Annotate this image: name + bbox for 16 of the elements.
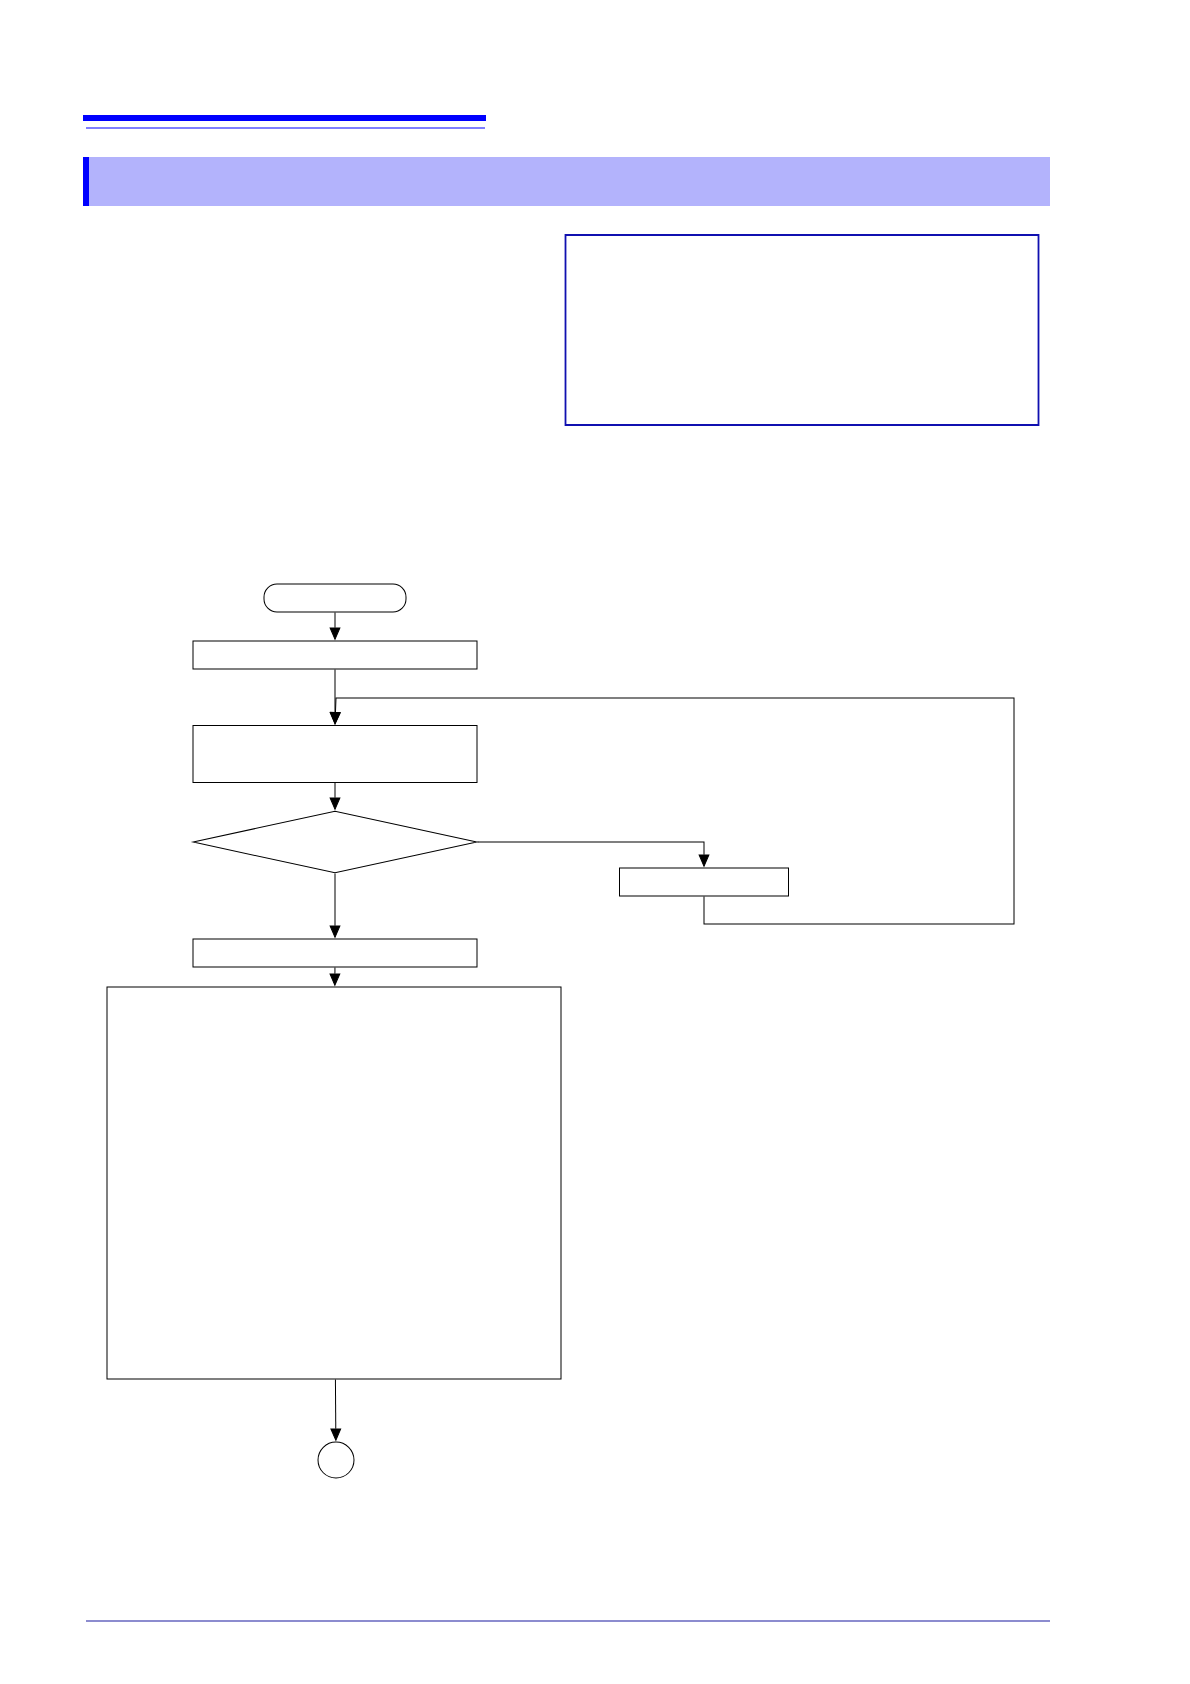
note-box: [564, 234, 1040, 426]
arrow: [477, 841, 710, 867]
decision-diamond: [192, 810, 478, 874]
arrow: [329, 612, 341, 640]
arrow: [329, 782, 341, 810]
arrow: [330, 1379, 342, 1441]
end-circle: [317, 1441, 355, 1479]
terminal-box: [263, 583, 407, 613]
arrow: [329, 873, 341, 938]
arrow: [330, 697, 1015, 925]
process-box: [192, 725, 478, 783]
process-box: [192, 640, 478, 670]
process-box: [192, 938, 478, 968]
process-box: [106, 986, 562, 1380]
arrow: [329, 967, 341, 986]
process-box: [619, 867, 789, 897]
